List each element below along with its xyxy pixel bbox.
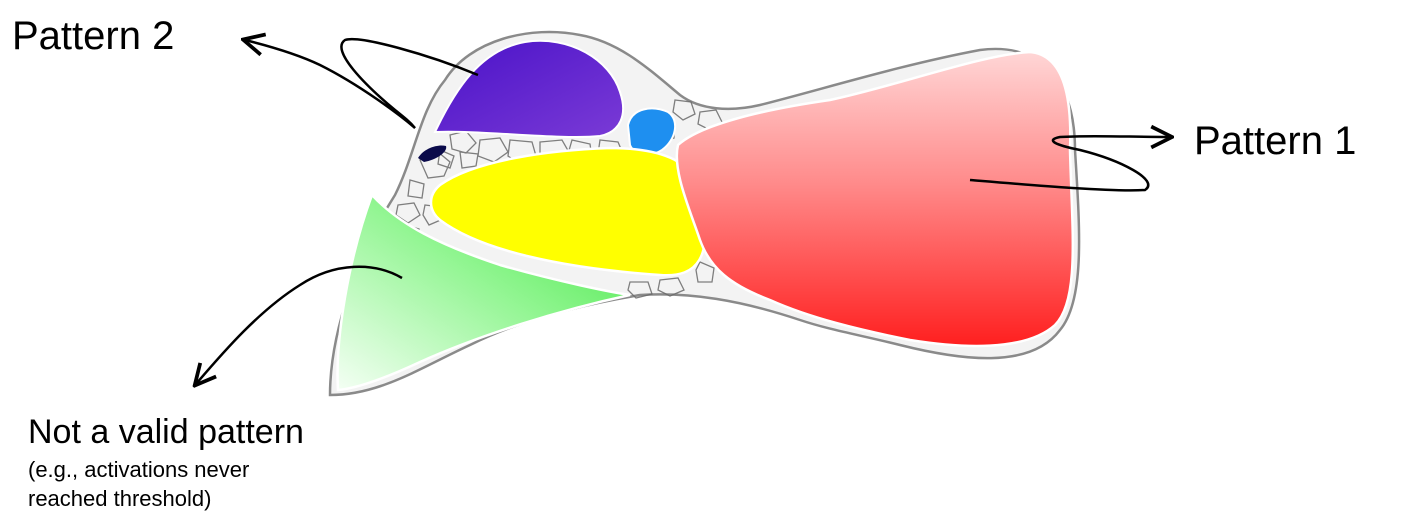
invalid-note-line1: (e.g., activations never xyxy=(28,456,249,484)
pattern2-label: Pattern 2 xyxy=(12,14,174,58)
pattern1-label: Pattern 1 xyxy=(1194,119,1356,163)
invalid-label: Not a valid pattern xyxy=(28,410,304,454)
invalid-note-line2: reached threshold) xyxy=(28,485,211,513)
